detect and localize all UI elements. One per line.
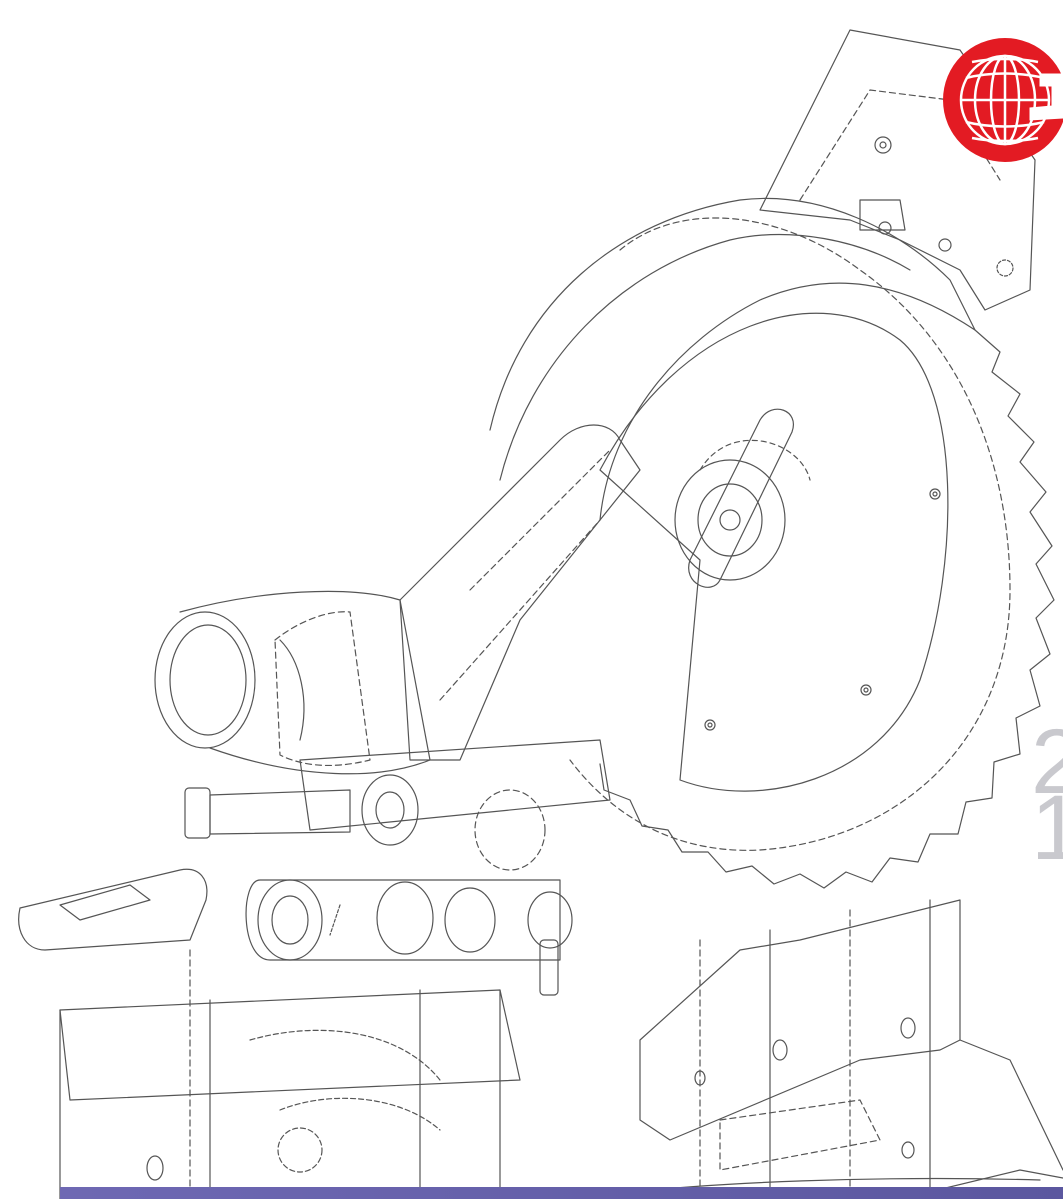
- globe-logo: [943, 38, 1063, 162]
- saw-blade: [569, 217, 1055, 889]
- edge-text-bottom: 1: [1031, 777, 1063, 879]
- blade-guard: [489, 197, 976, 521]
- bottom-accent-bar: [60, 1187, 1063, 1199]
- edge-text-top: 2: [1031, 711, 1063, 813]
